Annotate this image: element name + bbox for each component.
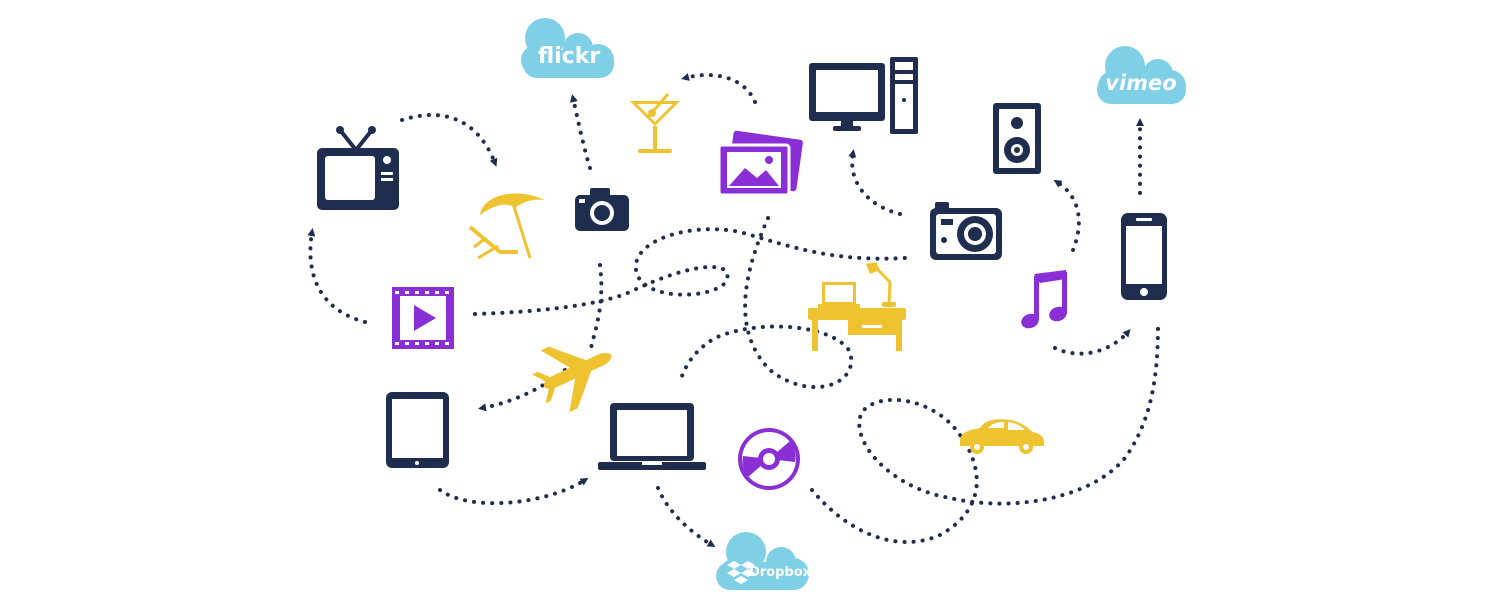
tv-icon xyxy=(317,126,399,210)
flickr-label: flickr xyxy=(538,44,601,69)
disc-icon xyxy=(738,428,800,490)
tablet-icon xyxy=(386,392,449,468)
smartphone-icon xyxy=(1121,213,1167,300)
path-tv-to-beach xyxy=(400,113,498,167)
dropbox-cloud[interactable]: Dropbox xyxy=(716,532,812,590)
path-video-loop xyxy=(473,227,907,316)
path-compact-camera-to-desktop xyxy=(848,149,902,216)
path-tablet-to-laptop xyxy=(438,477,589,506)
path-camera-down xyxy=(588,263,604,354)
compact-camera-icon xyxy=(930,202,1002,260)
path-music-to-speaker xyxy=(1053,179,1081,252)
desktop-computer-icon xyxy=(809,57,918,134)
vimeo-label: vimeo xyxy=(1105,71,1176,95)
path-video-to-tv xyxy=(307,228,367,324)
camera-icon xyxy=(575,188,629,231)
path-camera-to-flickr xyxy=(569,94,592,170)
music-note-icon xyxy=(1021,270,1067,329)
path-music-to-smartphone xyxy=(1053,329,1131,356)
laptop-icon xyxy=(598,403,706,470)
beach-chair-icon xyxy=(468,193,545,260)
vimeo-cloud[interactable]: vimeo xyxy=(1097,46,1186,104)
dropbox-icon xyxy=(727,561,755,584)
car-icon xyxy=(960,419,1045,454)
photos-icon xyxy=(717,130,803,197)
path-photos-to-cocktail xyxy=(681,73,757,104)
flickr-cloud[interactable]: flickr xyxy=(521,18,614,78)
video-icon xyxy=(392,287,454,349)
path-laptop-to-dropbox xyxy=(656,486,716,548)
speaker-icon xyxy=(993,103,1041,174)
desk-icon xyxy=(808,262,906,351)
dropbox-label: Dropbox xyxy=(749,565,812,580)
airplane-icon xyxy=(531,346,612,413)
path-disc-to-car xyxy=(810,323,1160,545)
cocktail-icon xyxy=(630,93,680,153)
